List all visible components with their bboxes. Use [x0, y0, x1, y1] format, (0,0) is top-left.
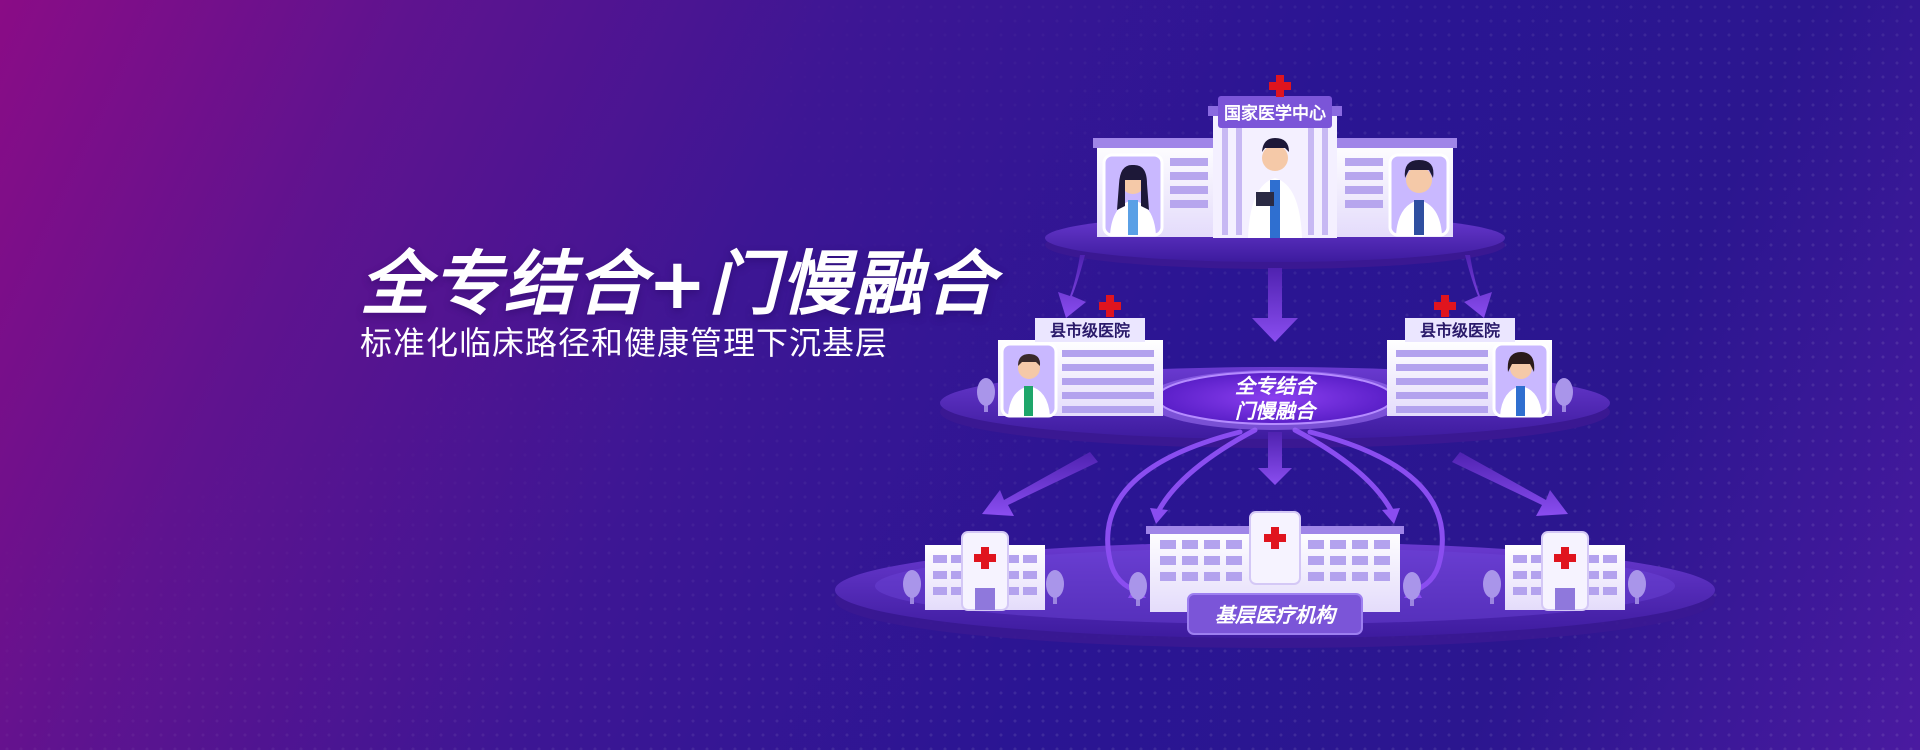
curved-arrows — [1105, 427, 1445, 595]
doctor-avatar-icon — [1388, 153, 1450, 237]
county-hospital-left-label: 县市级医院 — [1050, 321, 1130, 340]
county-hospital-right: 县市级医院 — [1387, 295, 1573, 418]
clinic-left — [903, 531, 1064, 611]
primary-care-center: 基层医疗机构 — [1129, 511, 1421, 635]
hub-line2: 门慢融合 — [1235, 399, 1318, 423]
doctor-avatar-icon — [1492, 342, 1550, 418]
arrow-icon — [982, 432, 1568, 516]
red-cross-icon — [1434, 295, 1456, 317]
red-cross-icon — [1099, 295, 1121, 317]
county-hospital-left: 县市级医院 — [977, 295, 1163, 418]
doctor-avatar-icon — [1248, 138, 1302, 238]
county-hospital-right-label: 县市级医院 — [1420, 321, 1500, 340]
hero-headline: 全专结合+门慢融合 — [360, 243, 997, 325]
hero-subheadline: 标准化临床路径和健康管理下沉基层 — [360, 324, 889, 362]
integration-hub: 全专结合 门慢融合 — [1145, 370, 1405, 430]
hub-line1: 全专结合 — [1235, 374, 1318, 398]
primary-care-label: 基层医疗机构 — [1215, 603, 1338, 627]
doctor-avatar-icon — [1000, 342, 1058, 418]
clinic-right — [1483, 531, 1646, 611]
national-medical-center: 国家医学中心 — [1093, 75, 1457, 238]
arrow-icon — [1058, 255, 1492, 342]
red-cross-icon — [1269, 75, 1291, 97]
doctor-avatar-icon — [1102, 153, 1164, 237]
national-center-label: 国家医学中心 — [1224, 103, 1326, 124]
